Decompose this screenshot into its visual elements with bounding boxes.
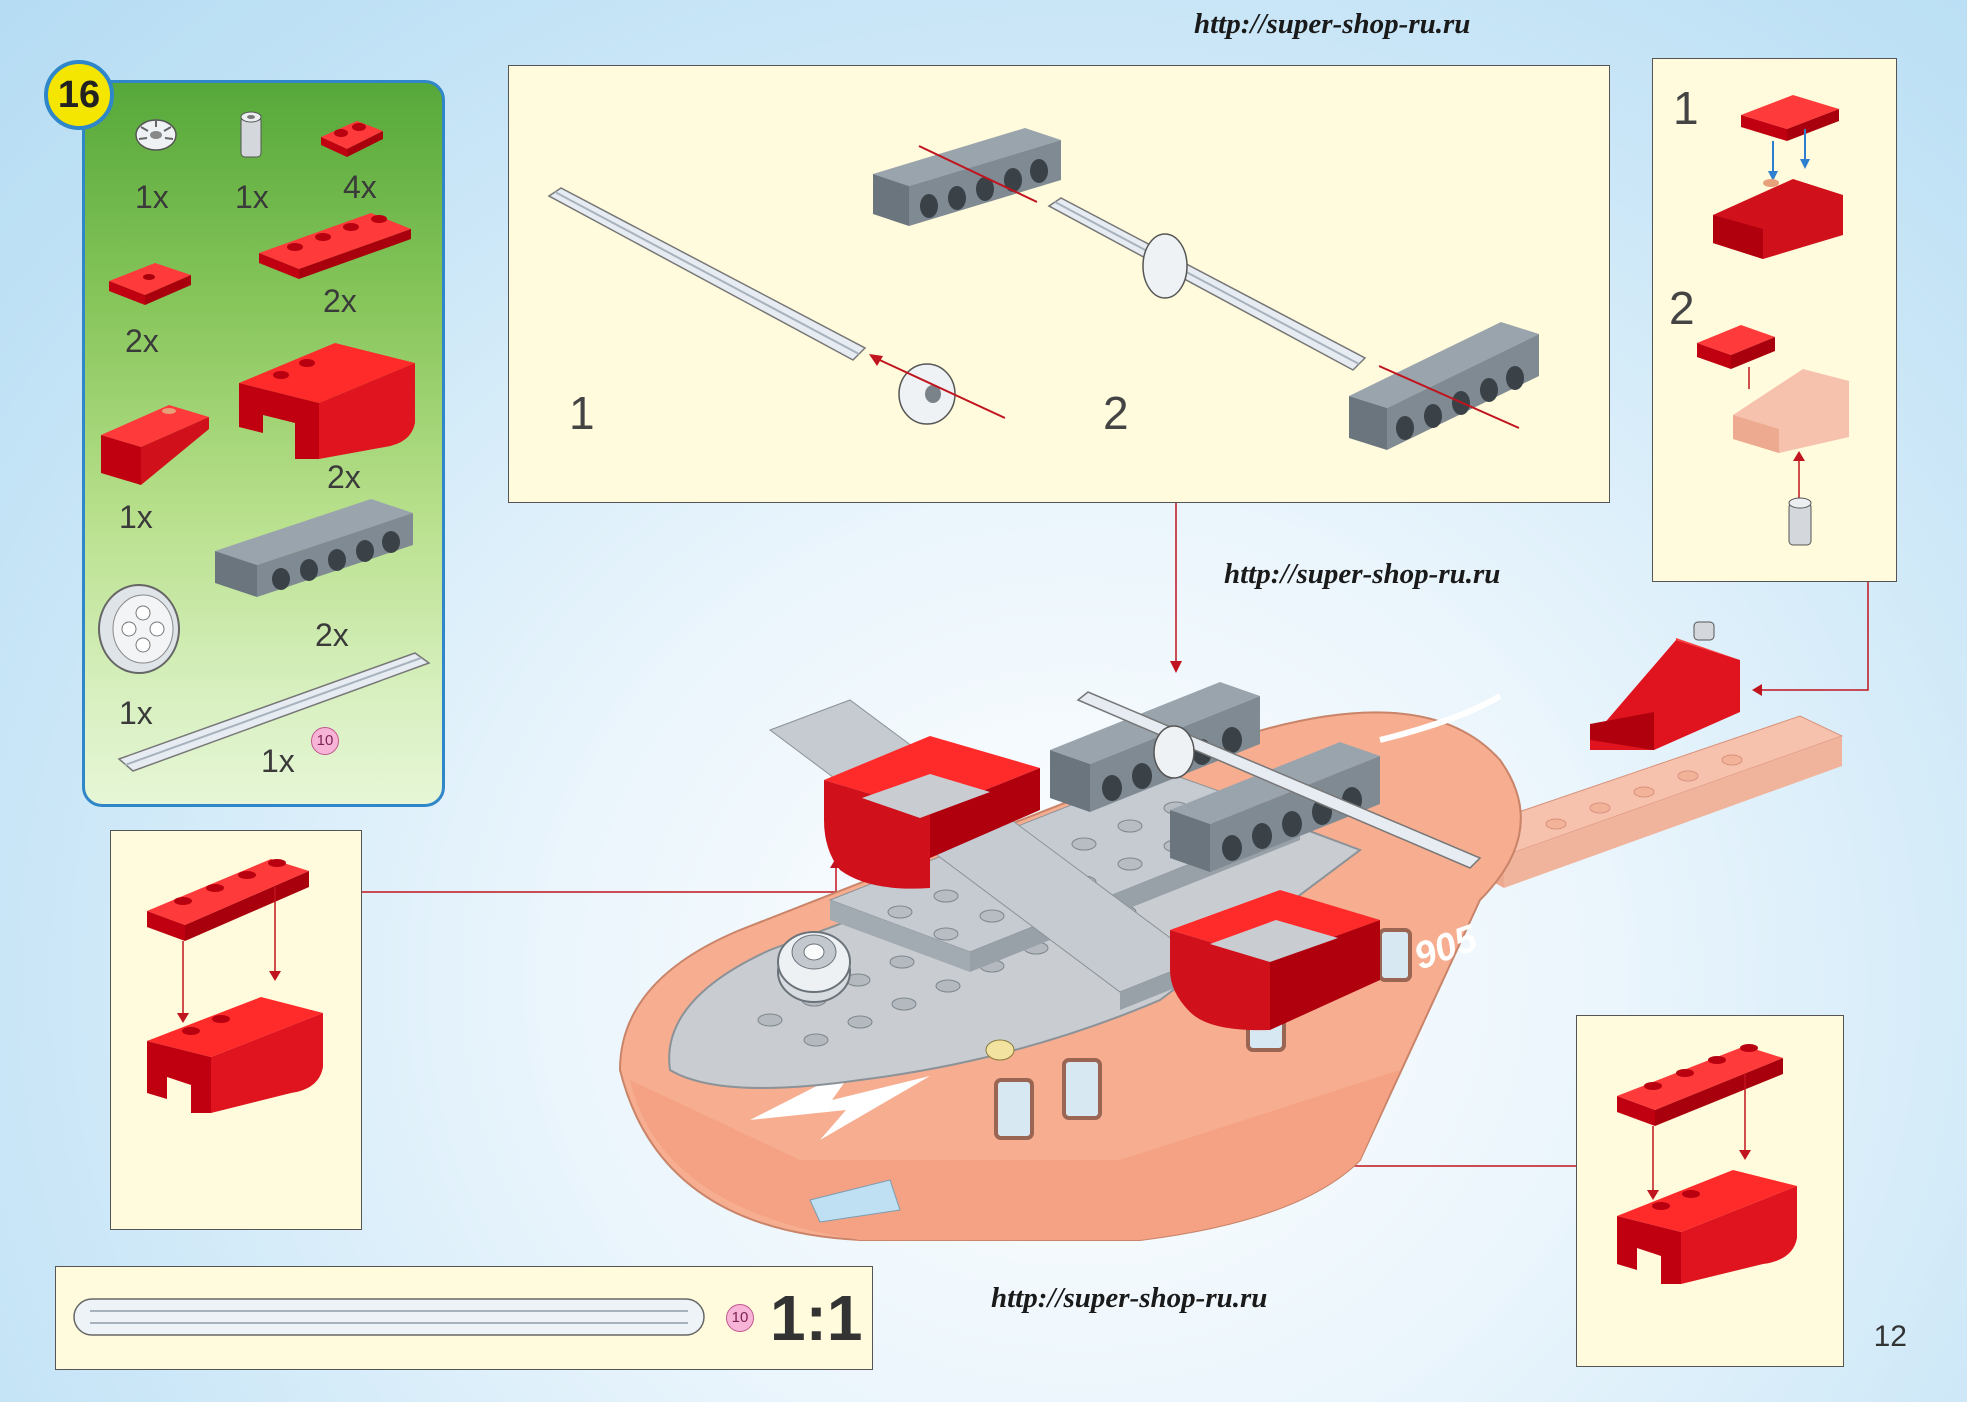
right-wing-detail-panel (1576, 1015, 1844, 1367)
tail-assembly-panel: 1 2 (1652, 58, 1897, 582)
left-wing-detail-illustration (147, 859, 323, 1113)
red-curved-brick-icon (239, 343, 415, 459)
connector-arrow-center (1170, 503, 1182, 673)
red-plate-1x4-icon (259, 213, 411, 279)
tail-assembly-illustration (1697, 95, 1849, 546)
tail-sub-step-2-label: 2 (1669, 282, 1695, 334)
axle-assembly-illustration (547, 128, 1539, 450)
axle-length-badge: 10 (311, 727, 339, 755)
gear-part-icon (135, 119, 177, 151)
qty-pin: 1x (235, 179, 269, 215)
qty-tile-1x2: 2x (125, 323, 159, 359)
gray-technic-beam-icon (215, 499, 413, 597)
red-tile-1x2-icon (109, 263, 191, 305)
watermark-url-top[interactable]: http://super-shop-ru.ru (1194, 8, 1471, 40)
scale-ratio-label: 1:1 (770, 1282, 863, 1354)
tail-sub-step-1-label: 1 (1673, 82, 1699, 134)
step-number-badge: 16 (44, 60, 114, 130)
sub-step-1-label: 1 (569, 387, 595, 439)
red-slope-icon (101, 405, 209, 485)
axle-part-icon (117, 652, 431, 772)
right-wing-detail-illustration (1617, 1044, 1797, 1284)
qty-slope: 1x (119, 499, 153, 535)
scale-ruler-panel: 10 1:1 (55, 1266, 873, 1370)
red-plate-1x2-icon (321, 121, 383, 157)
parts-list-panel: 1x 1x 4x 2x 2x 2x 1x (82, 80, 445, 807)
left-wing-detail-panel (110, 830, 362, 1230)
axle-scale-icon (73, 1298, 705, 1336)
qty-technic-beam: 2x (315, 617, 349, 653)
watermark-url-middle[interactable]: http://super-shop-ru.ru (1224, 558, 1501, 590)
qty-gear: 1x (135, 179, 169, 215)
qty-wheel: 1x (119, 695, 153, 731)
qty-axle: 1x (261, 743, 295, 779)
qty-plate-1x2: 4x (343, 169, 377, 205)
pin-part-icon (240, 111, 262, 158)
sub-step-2-label: 2 (1103, 387, 1129, 439)
qty-curved-brick: 2x (327, 459, 361, 495)
qty-plate-1x4: 2x (323, 283, 357, 319)
connector-arrow-tail (1752, 582, 1869, 696)
axle-assembly-panel: 1 2 (508, 65, 1610, 503)
wheel-part-icon (98, 584, 180, 674)
page-number: 12 (1873, 1320, 1907, 1353)
watermark-url-bottom[interactable]: http://super-shop-ru.ru (991, 1282, 1268, 1314)
helicopter-model-illustration: 905 (618, 621, 1844, 1241)
scale-axle-length-badge: 10 (726, 1304, 754, 1332)
